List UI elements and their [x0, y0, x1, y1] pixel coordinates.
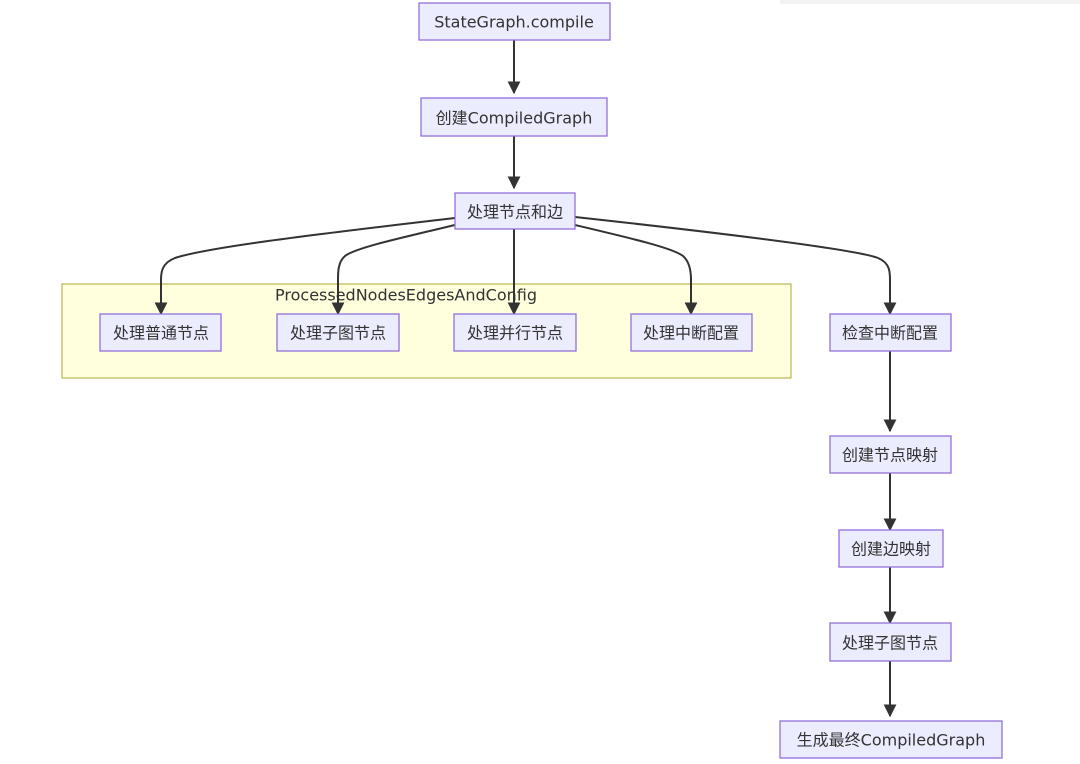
- node-label: 检查中断配置: [842, 324, 938, 343]
- edge-process-nodes-edges-to-process-interrupt: [574, 224, 698, 316]
- node-process-subgraph-b: 处理子图节点: [829, 622, 952, 662]
- node-box: [829, 313, 952, 352]
- node-box: [838, 529, 944, 568]
- node-box: [99, 313, 222, 352]
- node-generate-final: 生成最终CompiledGraph: [779, 720, 1003, 759]
- edges: [154, 40, 897, 718]
- node-box: [630, 313, 753, 352]
- edge-process-nodes-edges-to-process-subgraph-a: [331, 224, 456, 316]
- node-create-compiled: 创建CompiledGraph: [420, 97, 608, 137]
- node-process-interrupt: 处理中断配置: [630, 313, 753, 352]
- node-create-node-map: 创建节点映射: [829, 435, 952, 474]
- node-label: 处理子图节点: [290, 324, 386, 343]
- node-box: [454, 192, 576, 230]
- node-label: StateGraph.compile: [434, 13, 594, 32]
- node-label: 处理节点和边: [467, 203, 563, 222]
- top-edge-strip: [780, 0, 1080, 4]
- node-process-nodes-edges: 处理节点和边: [454, 192, 576, 230]
- cluster-label: ProcessedNodesEdgesAndConfig: [275, 286, 537, 305]
- node-process-subgraph-a: 处理子图节点: [276, 313, 400, 352]
- node-label: 处理子图节点: [842, 634, 938, 653]
- node-label: 创建边映射: [851, 540, 931, 559]
- node-box: [276, 313, 400, 352]
- node-box: [420, 97, 608, 137]
- node-box: [418, 2, 611, 41]
- node-label: 创建节点映射: [842, 446, 938, 465]
- node-box: [779, 720, 1003, 759]
- node-process-normal: 处理普通节点: [99, 313, 222, 352]
- edge-process-nodes-edges-to-process-normal: [154, 217, 456, 316]
- node-compile: StateGraph.compile: [418, 2, 611, 41]
- node-box: [829, 622, 952, 662]
- node-box: [453, 313, 577, 352]
- node-box: [829, 435, 952, 474]
- node-label: 处理普通节点: [113, 324, 209, 343]
- node-create-edge-map: 创建边映射: [838, 529, 944, 568]
- node-process-parallel: 处理并行节点: [453, 313, 577, 352]
- node-label: 处理中断配置: [643, 324, 739, 343]
- node-check-interrupt: 检查中断配置: [829, 313, 952, 352]
- node-label: 生成最终CompiledGraph: [797, 731, 986, 750]
- edge-process-nodes-edges-to-check-interrupt: [574, 216, 897, 316]
- node-label: 创建CompiledGraph: [436, 109, 593, 128]
- node-label: 处理并行节点: [467, 324, 563, 343]
